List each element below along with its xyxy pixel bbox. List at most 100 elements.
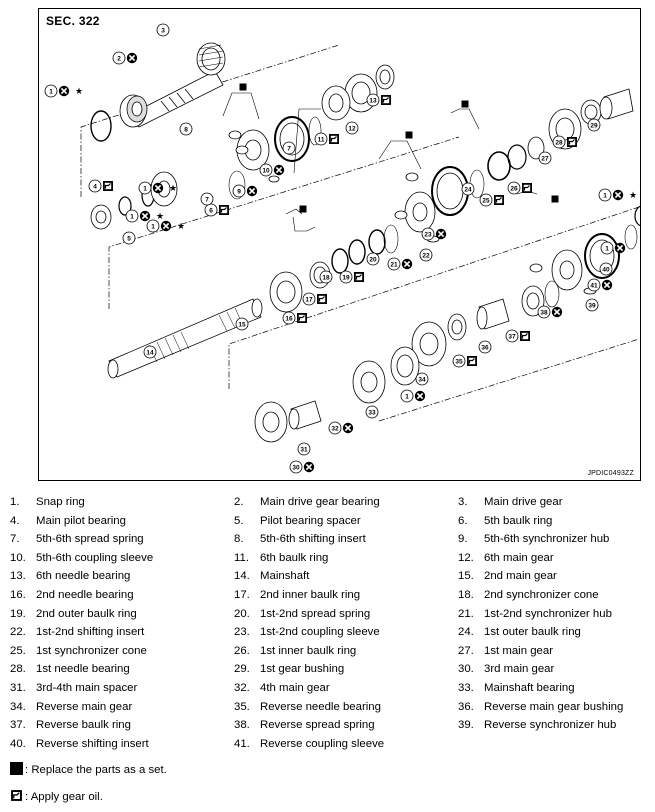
callout-label: 8 — [184, 126, 188, 133]
mainshaft — [107, 298, 263, 379]
callout-41: 41 — [587, 278, 614, 292]
legend-item-number: 14. — [234, 570, 250, 583]
oil-can-icon — [493, 194, 505, 206]
upper-gear-cluster — [228, 64, 395, 200]
callout-label: 34 — [418, 376, 426, 383]
legend-item-name: Reverse shifting insert — [36, 737, 149, 750]
callout-17: 17 — [302, 292, 328, 306]
callout-label: 41 — [590, 282, 598, 289]
callout-6: 6 — [204, 203, 230, 217]
legend-item-name: 1st-2nd spread spring — [260, 607, 371, 620]
callout-5: 5 — [122, 231, 136, 245]
callout-28: 28 — [552, 135, 578, 149]
legend-item-name: 6th main gear — [484, 551, 554, 564]
callout-label: 14 — [146, 349, 154, 356]
callout-40: 40 — [599, 262, 613, 276]
oil-can-icon — [10, 789, 23, 802]
replace-x-icon — [613, 242, 627, 254]
legend-item-number: 10. — [10, 551, 26, 564]
legend-item-name: 1st outer baulk ring — [484, 626, 581, 639]
callout-label: 30 — [292, 464, 300, 471]
legend-item-number: 24. — [458, 626, 474, 639]
section-label: SEC. 322 — [46, 14, 100, 28]
callout-1: 1★ — [598, 188, 637, 202]
legend-item-number: 37. — [10, 719, 26, 732]
legend-item-number: 23. — [234, 626, 250, 639]
replace-x-icon — [139, 210, 151, 222]
set-brackets — [222, 92, 538, 232]
legend-item-number: 36. — [458, 700, 474, 713]
oil-can-icon — [296, 312, 308, 324]
legend-item-name: 2nd main gear — [484, 570, 557, 583]
replace-x-icon — [160, 220, 172, 232]
callout-1: 1★ — [44, 84, 83, 98]
callout-label: 1 — [49, 88, 53, 95]
star-icon: ★ — [177, 222, 185, 232]
callout-label: 1 — [143, 185, 147, 192]
replace-x-icon — [152, 182, 164, 194]
replace-x-icon — [126, 51, 138, 65]
legend-item-name: Mainshaft — [260, 570, 310, 583]
callout-label: 6 — [209, 207, 213, 214]
callout-label: 3 — [161, 27, 165, 34]
legend-item-number: 38. — [234, 719, 250, 732]
callout-26: 26 — [507, 181, 533, 195]
legend-item-number: 8. — [234, 533, 244, 546]
legend-item-number: 1. — [10, 496, 20, 508]
assembly-axis-lines — [80, 44, 640, 422]
legend-item-name: 5th-6th shifting insert — [260, 533, 366, 546]
oil-can-icon — [519, 330, 531, 342]
legend-item-number: 32. — [234, 682, 250, 694]
callout-label: 29 — [590, 122, 598, 129]
legend-item-name: 2nd outer baulk ring — [36, 607, 137, 620]
callout-3: 3 — [156, 23, 170, 37]
callout-label: 4 — [93, 183, 97, 190]
legend-item-name: Reverse coupling sleeve — [260, 737, 385, 750]
legend-item-number: 4. — [10, 514, 20, 527]
oil-can-icon — [353, 271, 365, 283]
legend-item-name: Snap ring — [36, 496, 85, 508]
legend-item-number: 19. — [10, 607, 26, 620]
callout-label: 24 — [464, 186, 472, 193]
oil-can-icon — [316, 293, 328, 305]
callout-label: 17 — [305, 296, 313, 303]
callout-21: 21 — [387, 257, 414, 271]
legend-item-number: 13. — [10, 570, 26, 583]
main-drive-gear-bearing — [119, 94, 148, 128]
legend-item-name: 1st main gear — [484, 644, 554, 657]
legend-item-name: Main drive gear — [484, 496, 563, 508]
callout-label: 21 — [390, 261, 398, 268]
callout-27: 27 — [538, 151, 552, 165]
note-apply-oil: : Apply gear oil. — [10, 789, 103, 803]
legend-item-number: 35. — [234, 700, 250, 713]
callout-30: 30 — [289, 460, 316, 474]
legend-item-number: 12. — [458, 551, 474, 564]
callout-9: 9 — [232, 184, 259, 198]
callout-15: 15 — [235, 317, 249, 331]
callout-1: 1 — [600, 241, 627, 255]
callout-8: 8 — [179, 122, 193, 136]
callout-label: 7 — [287, 145, 291, 152]
callout-label: 26 — [510, 185, 518, 192]
legend-item-name: Mainshaft bearing — [484, 682, 575, 694]
legend-item-name: Reverse main gear — [36, 700, 133, 713]
legend-item-number: 9. — [458, 533, 468, 546]
legend-item-number: 2. — [234, 496, 244, 508]
legend-item-number: 25. — [10, 644, 26, 657]
replace-x-icon — [611, 189, 625, 201]
callout-11: 11 — [314, 132, 340, 146]
callout-label: 18 — [322, 274, 330, 281]
callout-1: 1★ — [138, 181, 177, 195]
legend-item-name: Reverse synchronizer hub — [484, 719, 617, 732]
replace-x-icon — [341, 421, 355, 435]
legend-item-number: 16. — [10, 589, 26, 601]
legend-item-name: Reverse baulk ring — [36, 719, 131, 732]
callout-25: 25 — [479, 193, 505, 207]
diagram-drawing: 1★231★1★451★6789107111213141516171819202… — [44, 23, 640, 474]
callout-label: 36 — [481, 344, 489, 351]
callout-32: 32 — [328, 421, 355, 435]
legend-item-number: 6. — [458, 514, 468, 527]
callout-19: 19 — [339, 270, 365, 284]
legend-item-name: 2nd inner baulk ring — [260, 589, 361, 601]
